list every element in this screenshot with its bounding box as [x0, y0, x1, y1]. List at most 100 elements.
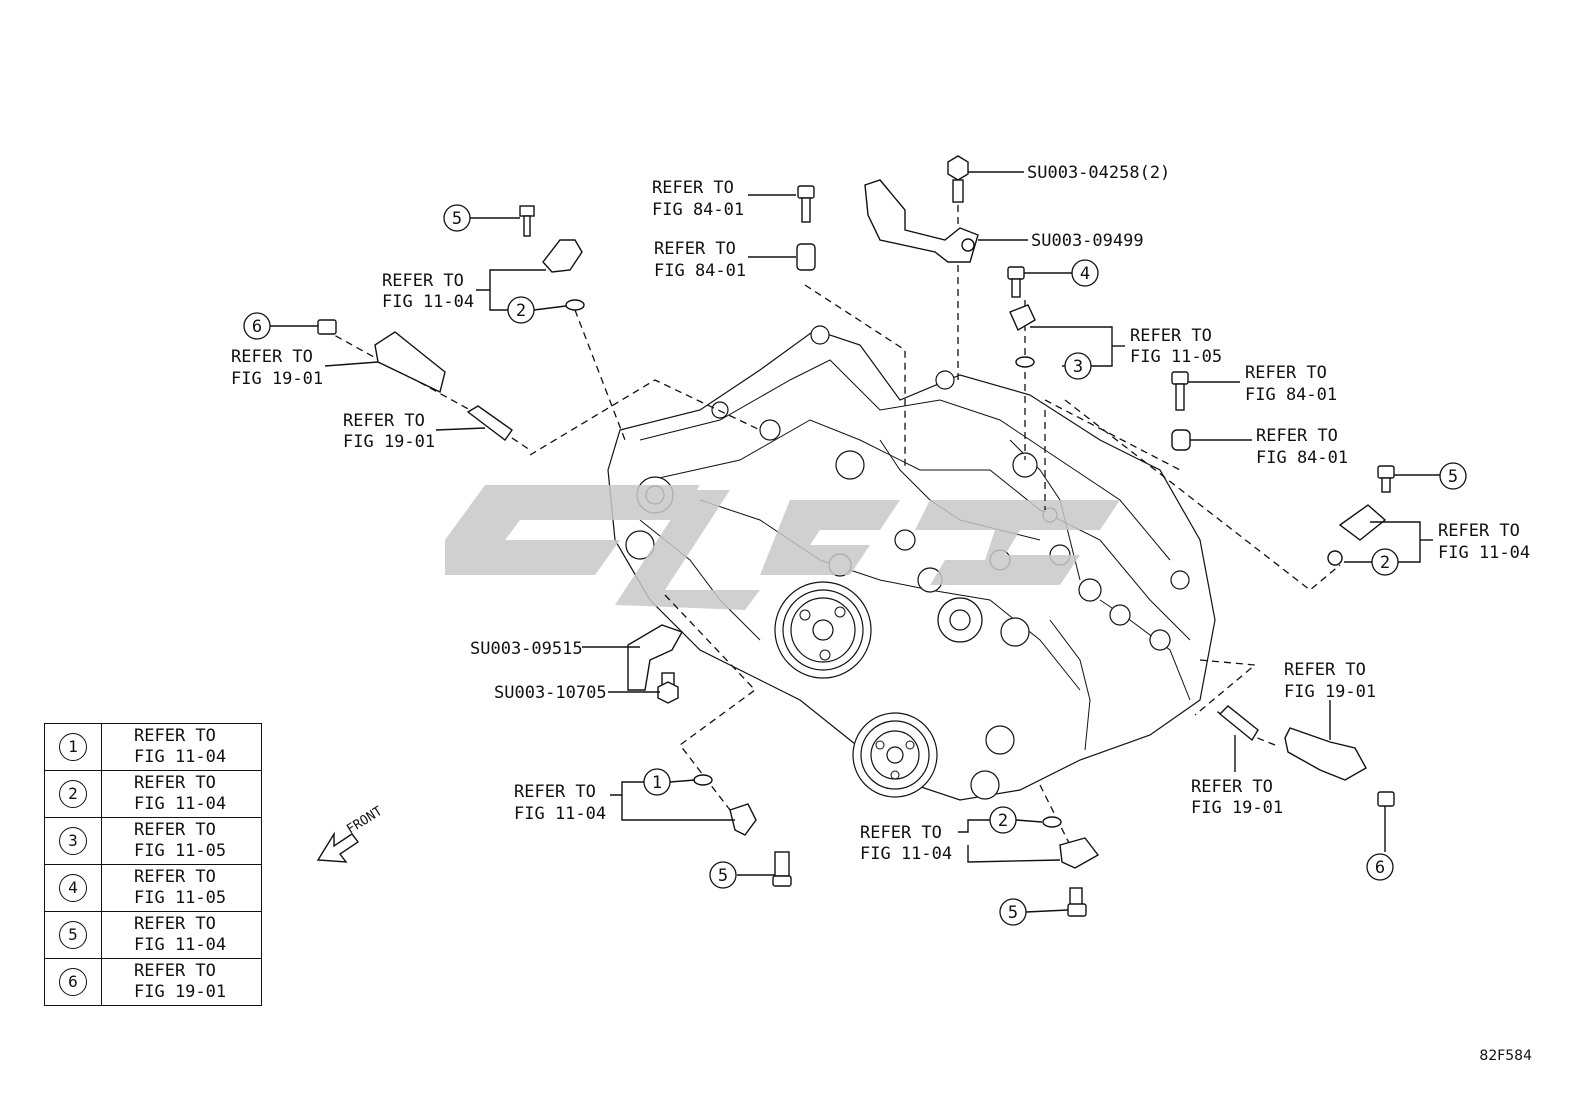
- ref-19-01-plug-l-line2: FIG 19-01: [343, 432, 435, 452]
- spark-plug-right-icon: [1218, 705, 1259, 742]
- badge-1-bottom: 1: [643, 768, 671, 796]
- legend-number: 3: [59, 827, 87, 855]
- engine-block: [607, 325, 1216, 801]
- parts: [317, 155, 1395, 917]
- crank-sensor-bottom-icon: [1042, 816, 1100, 917]
- su-10705-label: SU003-10705: [494, 683, 607, 703]
- ref-11-05-line2: FIG 11-05: [1130, 347, 1222, 367]
- ref-19-01-plug-r-line2: FIG 19-01: [1191, 798, 1283, 818]
- collar-84-01-icon: [796, 243, 816, 271]
- ref-84-01-d-line2: FIG 84-01: [1256, 448, 1348, 468]
- bracket-09515-icon: [627, 624, 684, 691]
- svg-text:5: 5: [452, 209, 462, 229]
- badge-6-left: 6: [243, 312, 271, 340]
- ref-19-01-coil-r-line1: REFER TO: [1284, 660, 1366, 680]
- ref-84-01-c-line1: REFER TO: [1245, 363, 1327, 383]
- water-pump-pulley: [852, 712, 938, 798]
- su-09499-label: SU003-09499: [1031, 231, 1144, 251]
- catalog-code: 82F584: [1479, 1048, 1532, 1064]
- ref-84-01-b-line2: FIG 84-01: [654, 261, 746, 281]
- legend-line2: FIG 11-04: [134, 747, 227, 767]
- su-04258-label: SU003-04258(2): [1027, 163, 1170, 183]
- legend-number: 2: [59, 780, 87, 808]
- legend-number: 5: [59, 921, 87, 949]
- legend-line2: FIG 11-04: [134, 935, 227, 955]
- legend-line2: FIG 19-01: [134, 982, 227, 1002]
- legend-number: 4: [59, 874, 87, 902]
- badge-2-top-left: 2: [507, 296, 535, 324]
- legend-line1: REFER TO: [134, 867, 216, 887]
- ref-19-01-coil-r-line2: FIG 19-01: [1284, 682, 1376, 702]
- bolt-84-01-icon: [797, 185, 815, 223]
- badge-3: 3: [1064, 352, 1092, 380]
- badge-5-bottom: 5: [999, 898, 1027, 926]
- badge-2-bottom: 2: [989, 806, 1017, 834]
- ref-84-01-a-line1: REFER TO: [652, 178, 734, 198]
- callout-labels: REFER TO FIG 84-01 REFER TO FIG 84-01 SU…: [231, 163, 1530, 864]
- ref-11-04-tl-line1: REFER TO: [382, 271, 464, 291]
- svg-text:5: 5: [1008, 903, 1018, 923]
- ref-84-01-d-line1: REFER TO: [1256, 426, 1338, 446]
- su-09515-label: SU003-09515: [470, 639, 583, 659]
- diagram-badges: 5 2 6 4 3 5 2 1 5 2 5 6: [243, 204, 1467, 926]
- cam-sensor-left-icon: [519, 205, 585, 311]
- badge-5-bottom-left: 5: [709, 861, 737, 889]
- bracket-09499-icon: [864, 179, 979, 263]
- front-arrow: FRONT: [316, 804, 385, 863]
- ref-11-04-bl-line1: REFER TO: [514, 782, 596, 802]
- ref-84-01-c-line2: FIG 84-01: [1245, 385, 1337, 405]
- svg-text:5: 5: [718, 866, 728, 886]
- ref-19-01-coil-l-line2: FIG 19-01: [231, 369, 323, 389]
- ref-11-04-r-line2: FIG 11-04: [1438, 543, 1530, 563]
- ref-84-01-b-line1: REFER TO: [654, 239, 736, 259]
- ref-11-04-r-line1: REFER TO: [1438, 521, 1520, 541]
- badge-5-right: 5: [1439, 462, 1467, 490]
- svg-text:5: 5: [1448, 467, 1458, 487]
- ref-11-05-line1: REFER TO: [1130, 326, 1212, 346]
- svg-text:2: 2: [1380, 553, 1390, 573]
- sensor-4-icon: [1007, 266, 1036, 368]
- ref-11-04-tl-line2: FIG 11-04: [382, 292, 474, 312]
- ignition-coil-right-icon: [1284, 727, 1395, 807]
- cam-sensor-bottom-left-icon: [693, 774, 792, 887]
- legend-line2: FIG 11-04: [134, 794, 227, 814]
- badge-6-right: 6: [1366, 853, 1394, 881]
- svg-text:4: 4: [1080, 264, 1090, 284]
- crank-pulley: [774, 581, 872, 679]
- legend-number: 6: [59, 968, 87, 996]
- legend-line1: REFER TO: [134, 961, 216, 981]
- ignition-coil-left-icon: [317, 319, 446, 394]
- badge-5-top-left: 5: [443, 204, 471, 232]
- front-label: FRONT: [344, 804, 385, 838]
- svg-text:3: 3: [1073, 357, 1083, 377]
- cam-sensor-right-icon: [1327, 465, 1395, 566]
- ref-11-04-bl-line2: FIG 11-04: [514, 804, 606, 824]
- ref-19-01-coil-l-line1: REFER TO: [231, 347, 313, 367]
- bolt-04258-icon: [947, 155, 969, 203]
- svg-text:6: 6: [252, 317, 262, 337]
- bolt-10705-icon: [657, 672, 679, 704]
- svg-text:2: 2: [516, 301, 526, 321]
- legend-line1: REFER TO: [134, 726, 216, 746]
- badge-4: 4: [1071, 259, 1099, 287]
- ref-19-01-plug-l-line1: REFER TO: [343, 411, 425, 431]
- svg-text:1: 1: [652, 773, 662, 793]
- svg-text:6: 6: [1375, 858, 1385, 878]
- ref-11-04-bc-line2: FIG 11-04: [860, 844, 952, 864]
- legend-line1: REFER TO: [134, 820, 216, 840]
- bolt-84-01-right-icon: [1171, 371, 1191, 451]
- ref-11-04-bc-line1: REFER TO: [860, 823, 942, 843]
- legend-line2: FIG 11-05: [134, 841, 227, 861]
- legend-line2: FIG 11-05: [134, 888, 227, 908]
- ref-84-01-a-line2: FIG 84-01: [652, 200, 744, 220]
- leader-lines: [270, 171, 1440, 913]
- badge-2-right: 2: [1371, 548, 1399, 576]
